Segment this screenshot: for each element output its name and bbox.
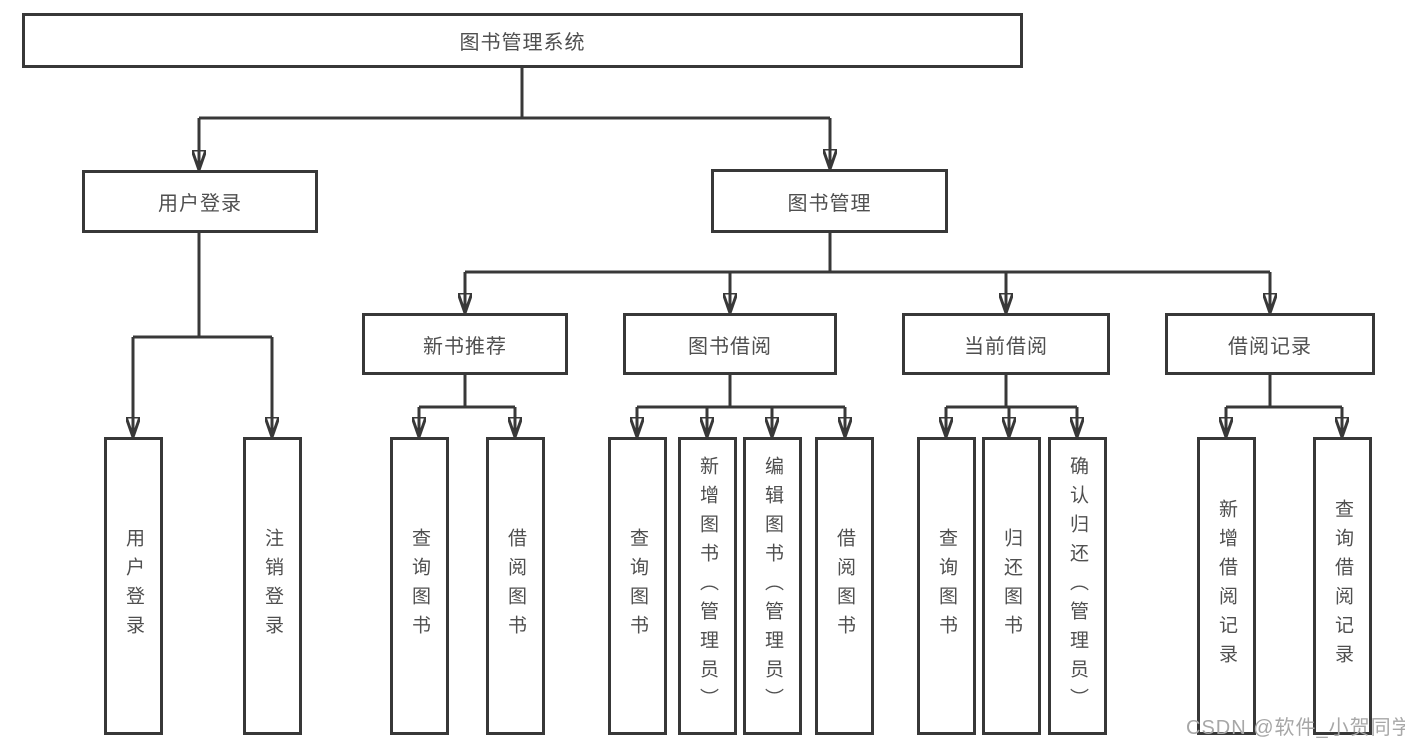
node-user-login: 用户登录 [82, 170, 318, 233]
node-borrowing-records: 借阅记录 [1165, 313, 1375, 375]
leaf-confirm-return-admin: 确认归还（管理员） [1048, 437, 1107, 735]
leaf-query-books-1-label: 查询图书 [409, 528, 430, 644]
node-library-management-system: 图书管理系统 [22, 13, 1023, 68]
leaf-edit-books-admin: 编辑图书（管理员） [743, 437, 802, 735]
leaf-logout-login: 注销登录 [243, 437, 302, 735]
leaf-query-borrow-record: 查询借阅记录 [1313, 437, 1372, 735]
leaf-add-books-admin-label: 新增图书（管理员） [697, 455, 718, 717]
leaf-borrow-books-1: 借阅图书 [486, 437, 545, 735]
leaf-borrow-books-1-label: 借阅图书 [505, 528, 526, 644]
leaf-return-books-label: 归还图书 [1001, 528, 1022, 644]
node-current-borrowing: 当前借阅 [902, 313, 1110, 375]
leaf-add-borrow-record: 新增借阅记录 [1197, 437, 1256, 735]
node-new-book-recommend: 新书推荐 [362, 313, 568, 375]
leaf-query-books-2: 查询图书 [608, 437, 667, 735]
leaf-borrow-books-2: 借阅图书 [815, 437, 874, 735]
leaf-borrow-books-2-label: 借阅图书 [834, 528, 855, 644]
node-book-management: 图书管理 [711, 169, 948, 233]
leaf-user-login-label: 用户登录 [123, 528, 144, 644]
leaf-user-login: 用户登录 [104, 437, 163, 735]
leaf-query-books-1: 查询图书 [390, 437, 449, 735]
leaf-logout-login-label: 注销登录 [262, 528, 283, 644]
leaf-add-borrow-record-label: 新增借阅记录 [1216, 499, 1237, 673]
leaf-confirm-return-admin-label: 确认归还（管理员） [1067, 455, 1088, 717]
leaf-add-books-admin: 新增图书（管理员） [678, 437, 737, 735]
leaf-query-borrow-record-label: 查询借阅记录 [1332, 499, 1353, 673]
leaf-query-books-3-label: 查询图书 [936, 528, 957, 644]
csdn-watermark: CSDN @软件_小贺同学 [1186, 717, 1405, 739]
leaf-query-books-3: 查询图书 [917, 437, 976, 735]
node-book-borrowing: 图书借阅 [623, 313, 837, 375]
leaf-edit-books-admin-label: 编辑图书（管理员） [762, 455, 783, 717]
leaf-query-books-2-label: 查询图书 [627, 528, 648, 644]
leaf-return-books: 归还图书 [982, 437, 1041, 735]
